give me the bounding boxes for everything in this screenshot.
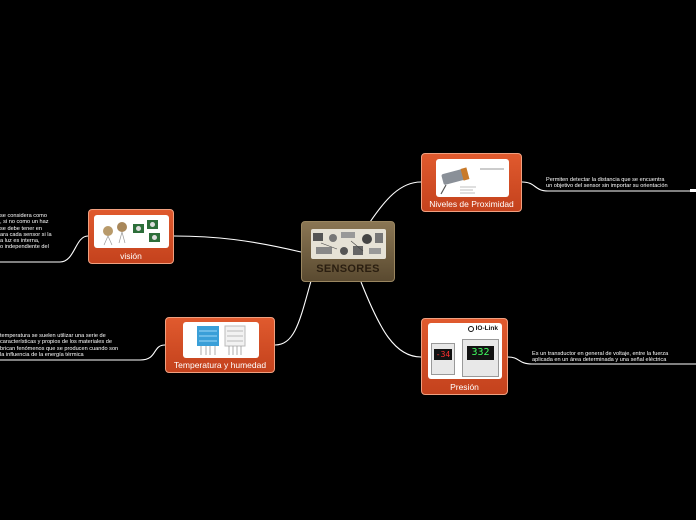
pressure-gauge-large: 332 [462,339,499,377]
vision-note-line: , si no como un haz [0,219,49,226]
pressure-gauge-small: -34 [431,343,455,375]
vision-note-line: o independiente del [0,244,49,251]
vision-sensor-image [94,215,169,248]
vision-note-line: a luz es interna, [0,238,40,245]
proximidad-note-line: un objetivo del sensor sin importar su o… [546,183,668,190]
presion-label: Presión [450,382,479,392]
vision-note-line: se considera como [0,213,47,219]
vision-note-line: ara cada sensor si la [0,231,52,238]
pressure-sensor-image: IO-Link -34 332 [428,323,502,379]
central-topic-label: SENSORES [316,263,380,275]
io-link-logo: IO-Link [467,325,498,332]
topic-niveles-proximidad[interactable]: Niveles de Proximidad [421,153,522,212]
io-link-logo-mark [467,325,474,332]
display-reading-1: -34 [434,349,452,360]
temperatura-note-line: la influencia de la energía térmica [0,351,84,358]
topic-temperatura-humedad[interactable]: Temperatura y humedad [165,317,275,373]
temperatura-note: temperatura se suelen utilizar una serie… [0,333,118,358]
display-reading-2: 332 [467,346,494,360]
presion-note-line: aplicada en un área determinada y una se… [532,357,667,364]
proximity-sensor-image [436,159,509,197]
temperatura-note-line: brican fenómenos que se producen cuando … [0,345,119,352]
vision-label: visión [120,251,142,261]
presion-note-line: Es un transductor en general de voltaje,… [532,351,669,357]
central-topic[interactable]: SENSORES [301,221,395,282]
temperatura-note-line: características y propios de los materia… [0,339,112,346]
sensors-collage-image [311,229,386,259]
vision-note-line: se debe tener en [0,225,42,232]
proximidad-note-line: Permiten detectar la distancia que se en… [546,177,665,183]
topic-presion[interactable]: IO-Link -34 332 Presión [421,318,508,395]
proximidad-note: Permiten detectar la distancia que se en… [546,177,668,190]
temperatura-humedad-label: Temperatura y humedad [173,360,267,370]
temperature-humidity-sensor-image [183,322,259,358]
topic-vision[interactable]: visión [88,209,174,264]
presion-note: Es un transductor en general de voltaje,… [532,351,668,364]
vision-note: se considera como , si no como un haz se… [0,213,52,251]
io-link-brand: IO-Link [475,325,498,332]
niveles-proximidad-label: Niveles de Proximidad [429,199,514,209]
temperatura-note-line: temperatura se suelen utilizar una serie… [0,333,106,339]
